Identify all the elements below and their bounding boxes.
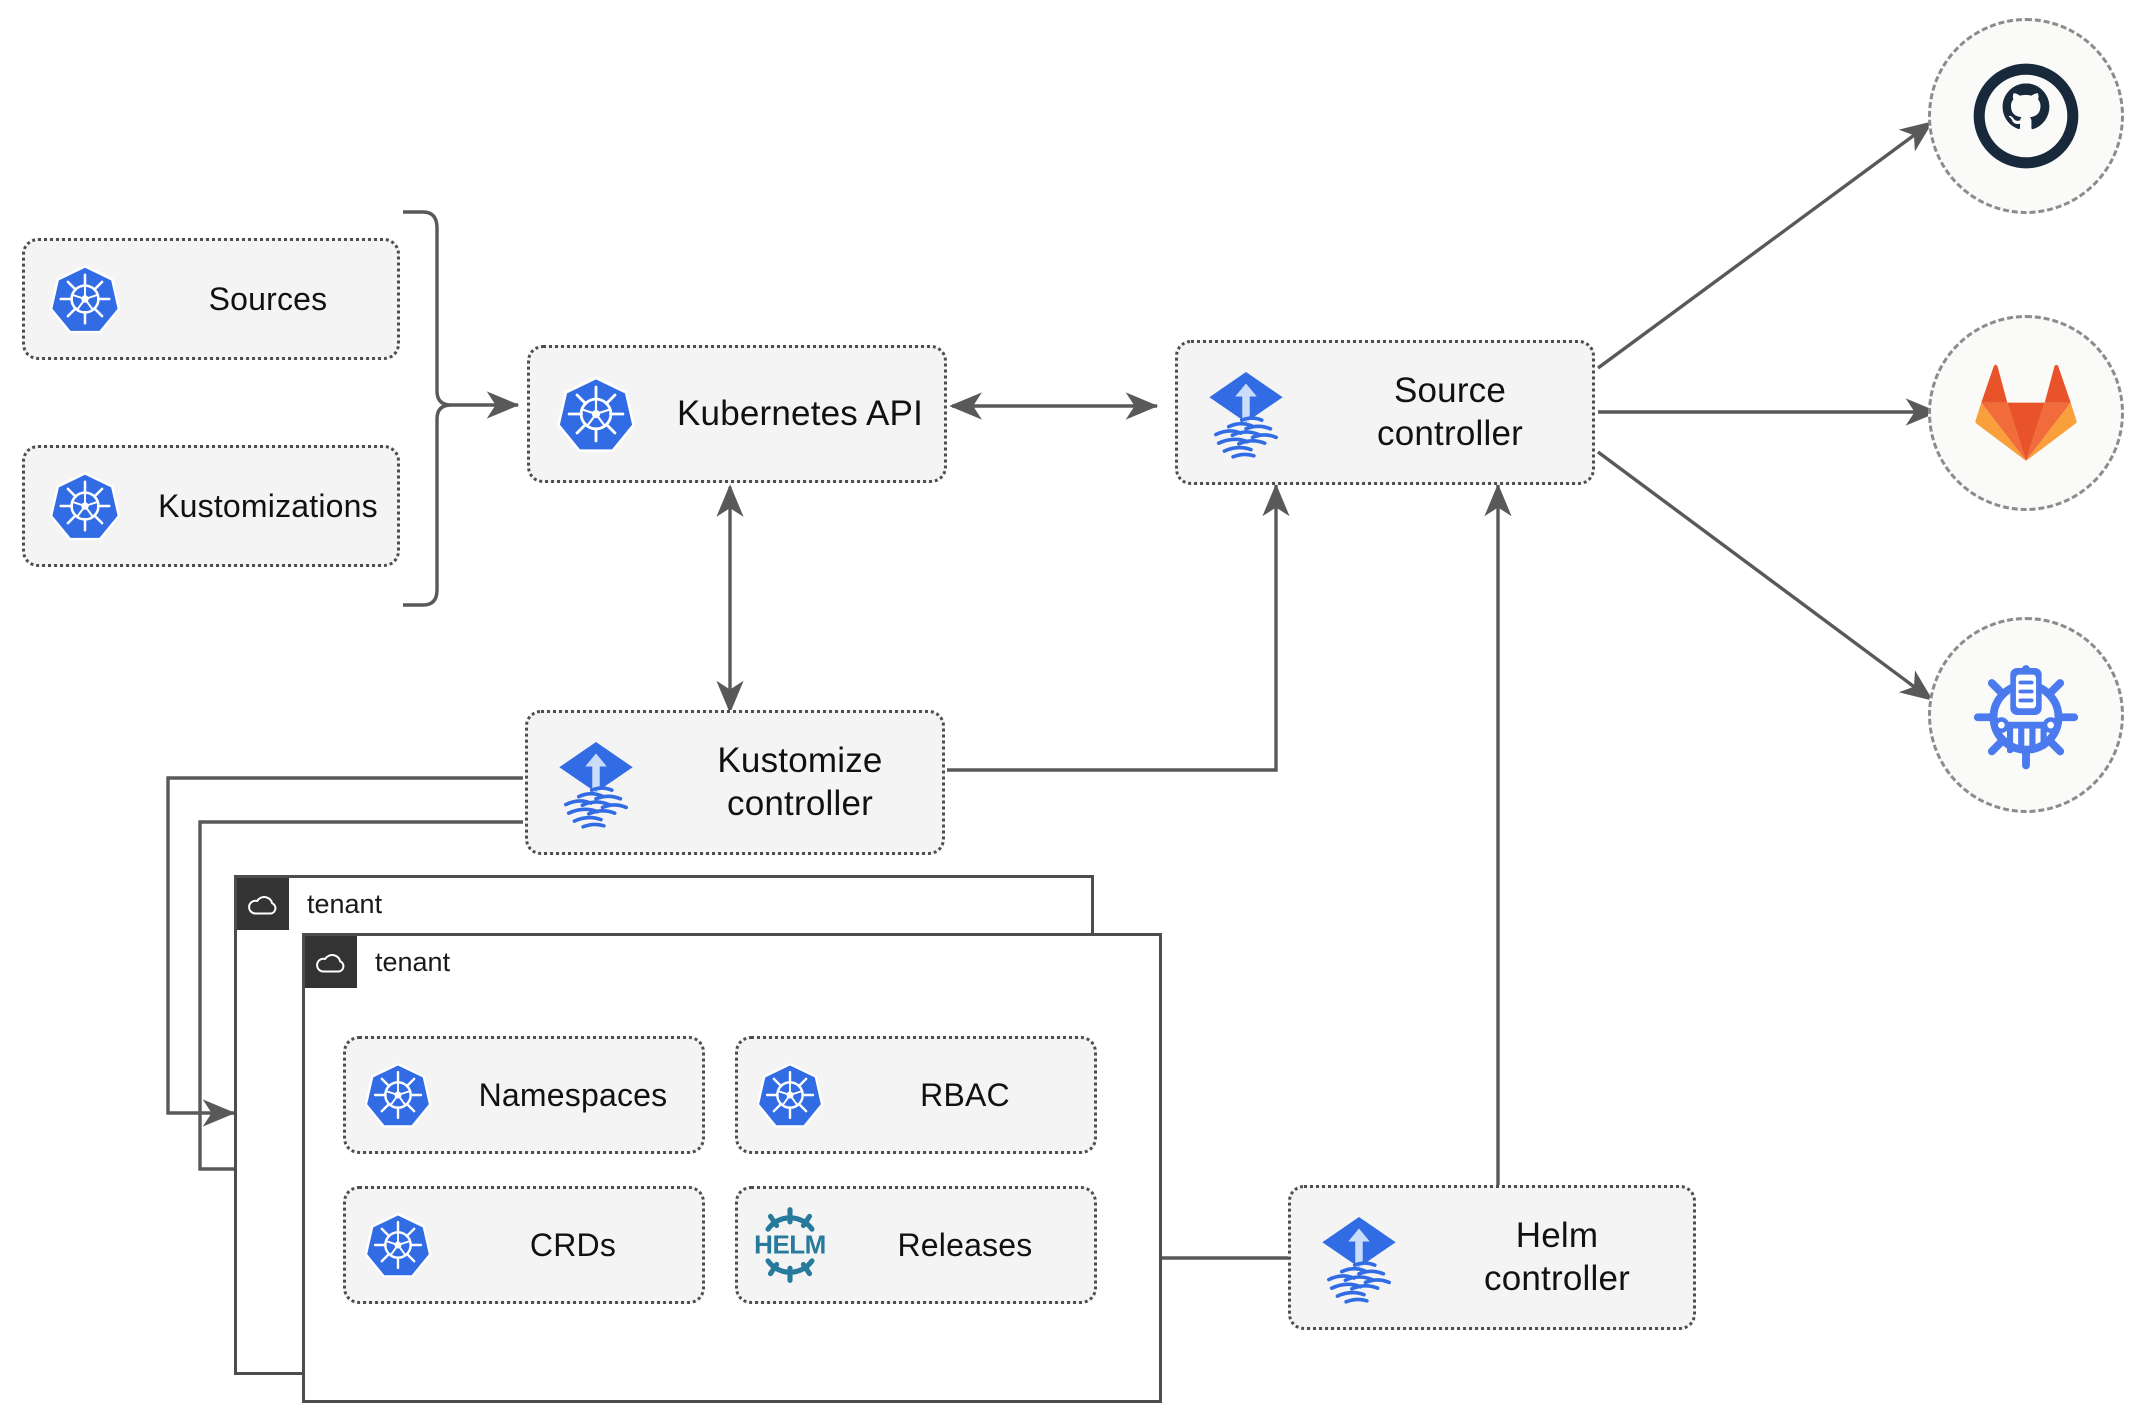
node-label-line2: controller	[727, 783, 873, 823]
kubernetes-icon	[346, 1186, 450, 1304]
node-label-line2: controller	[1484, 1258, 1630, 1298]
gitlab-icon	[1975, 364, 2077, 461]
node-label: Kustomizations	[158, 487, 378, 524]
node-label: Helm controller	[1427, 1215, 1693, 1300]
flux-icon	[1178, 340, 1314, 485]
node-label: Kubernetes API	[676, 394, 924, 433]
node-kustomizations[interactable]: Kustomizations	[22, 445, 400, 567]
node-label-line1: Helm	[1515, 1215, 1599, 1255]
external-kustomize[interactable]	[1928, 617, 2124, 813]
kubernetes-icon	[346, 1036, 450, 1154]
kubernetes-icon	[25, 238, 145, 360]
tenant-front[interactable]: tenant	[302, 933, 1162, 1403]
node-label: Releases	[897, 1226, 1033, 1263]
cloud-icon	[305, 936, 357, 988]
node-label-line2: controller	[1377, 413, 1523, 453]
node-helm-controller[interactable]: Helm controller	[1288, 1185, 1696, 1330]
edge-source-controller-to-kustomize	[1596, 450, 1934, 702]
node-label: Source controller	[1314, 370, 1592, 455]
tenant-back-header: tenant	[237, 878, 382, 930]
node-rbac[interactable]: RBAC	[735, 1036, 1097, 1154]
node-label: Sources	[208, 280, 328, 317]
kustomize-icon	[1973, 665, 2079, 770]
node-label-line1: Source	[1393, 370, 1507, 410]
github-icon	[1973, 63, 2079, 169]
tenant-label: tenant	[375, 946, 451, 977]
cloud-icon	[237, 878, 289, 930]
kubernetes-icon	[738, 1036, 842, 1154]
node-namespaces[interactable]: Namespaces	[343, 1036, 705, 1154]
node-sources[interactable]: Sources	[22, 238, 400, 360]
node-crds[interactable]: CRDs	[343, 1186, 705, 1304]
node-label: CRDs	[529, 1226, 617, 1263]
edge-source-controller-to-github	[1596, 120, 1934, 370]
external-github[interactable]	[1928, 18, 2124, 214]
edge-resources-bracket	[403, 210, 452, 607]
kubernetes-icon	[530, 345, 662, 483]
helm-wordmark: HELM	[754, 1229, 826, 1260]
node-kustomize-controller[interactable]: Kustomize controller	[525, 710, 945, 855]
helm-icon: HELM	[738, 1186, 842, 1304]
tenant-label: tenant	[307, 888, 383, 919]
node-label: Namespaces	[478, 1076, 668, 1113]
node-releases[interactable]: HELM Releases	[735, 1186, 1097, 1304]
node-kubernetes-api[interactable]: Kubernetes API	[527, 345, 947, 483]
external-gitlab[interactable]	[1928, 315, 2124, 511]
tenant-front-header: tenant	[305, 936, 450, 988]
kubernetes-icon	[25, 445, 145, 567]
flux-icon	[1291, 1185, 1427, 1330]
node-label: RBAC	[920, 1076, 1010, 1113]
node-source-controller[interactable]: Source controller	[1175, 340, 1595, 485]
flux-icon	[528, 710, 664, 855]
node-label: Kustomize controller	[664, 740, 942, 825]
edge-kustomize-controller-to-source-controller	[947, 483, 1290, 772]
node-label-line1: Kustomize	[717, 740, 883, 780]
